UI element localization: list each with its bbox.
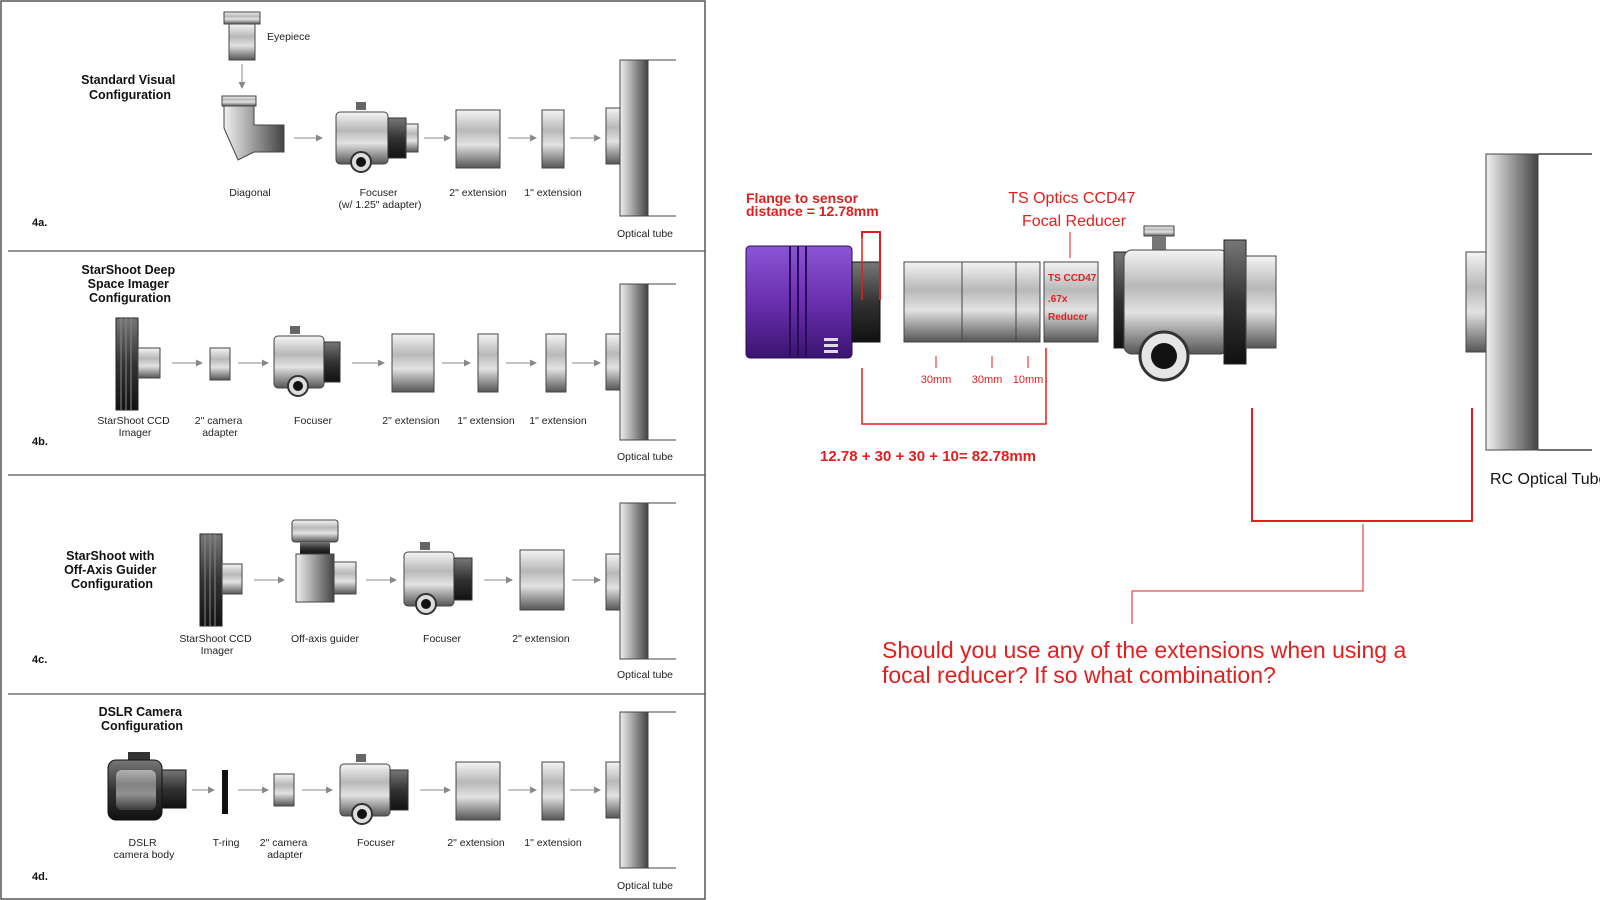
focuser-label: Focuser (357, 837, 395, 849)
panel-4d: DSLR Camera Configuration 4d. DSLR camer… (32, 705, 676, 892)
spacer-30mm-icon (961, 261, 1017, 343)
reducer-body-text: TS CCD47 .67x Reducer (1048, 273, 1099, 323)
t-ring-icon (222, 770, 228, 814)
rc-tube-label: RC Optical Tube (1490, 471, 1600, 488)
focal-reducer-icon (1043, 261, 1099, 343)
extension-1in-label: 1" extension (457, 415, 515, 427)
optical-tube-label: Optical tube (617, 451, 673, 463)
ccd-imager-label: StarShoot CCD Imager (97, 415, 172, 439)
distance-sum: 12.78 + 30 + 30 + 10= 82.78mm (820, 448, 1036, 465)
panel-4a: Standard Visual Configuration 4a. Eyepie… (32, 11, 676, 240)
panel-tag: 4d. (32, 871, 48, 883)
extension-2in-icon (455, 761, 501, 821)
extension-1in-icon (477, 333, 499, 393)
panel-tag: 4b. (32, 436, 48, 448)
diagonal-icon (221, 95, 285, 161)
off-axis-guider-icon (291, 519, 357, 603)
extension-1in-label: 1" extension (529, 415, 587, 427)
rc-optical-tube-icon (1465, 153, 1592, 451)
flange-label: Flange to sensor distance = 12.78mm (746, 190, 879, 219)
focuser-icon (1113, 225, 1277, 382)
ccd-imager-label: StarShoot CCD Imager (179, 633, 254, 657)
extension-1in-label: 1" extension (524, 187, 582, 199)
extension-1in-label: 1" extension (524, 837, 582, 849)
extension-2in-icon (455, 109, 501, 169)
camera-icon (745, 245, 881, 359)
focuser-label: Focuser (w/ 1.25" adapter) (338, 187, 421, 211)
extension-2in-icon (519, 549, 565, 611)
focuser-icon (335, 102, 419, 173)
panel-4b: StarShoot Deep Space Imager Configuratio… (32, 263, 676, 463)
optical-tube-icon (605, 711, 676, 869)
panel-tag: 4a. (32, 217, 47, 229)
dslr-camera-icon (107, 752, 187, 821)
focuser-icon (339, 754, 409, 825)
focuser-icon (273, 326, 341, 397)
eyepiece-icon (223, 11, 261, 61)
extension-2in-icon (391, 333, 435, 393)
right-panel: Flange to sensor distance = 12.78mm TS C… (745, 153, 1600, 688)
optical-tube-icon (605, 59, 676, 217)
t-ring-label: T-ring (213, 837, 240, 849)
extension-1in-icon (541, 109, 565, 169)
dslr-label: DSLR camera body (114, 837, 175, 861)
diagonal-label: Diagonal (229, 187, 270, 199)
panel-title: StarShoot with Off-Axis Guider Configura… (64, 549, 160, 591)
off-axis-guider-label: Off-axis guider (291, 633, 360, 645)
optical-tube-label: Optical tube (617, 880, 673, 892)
spacer-length-label: 30mm (972, 374, 1003, 386)
optical-tube-icon (605, 502, 676, 660)
focuser-label: Focuser (294, 415, 332, 427)
extension-2in-label: 2" extension (512, 633, 570, 645)
extension-2in-label: 2" extension (382, 415, 440, 427)
panel-4c: StarShoot with Off-Axis Guider Configura… (32, 502, 676, 681)
optical-tube-icon (605, 283, 676, 441)
camera-adapter-icon (209, 347, 231, 381)
spacer-length-label: 30mm (921, 374, 952, 386)
extension-2in-label: 2" extension (447, 837, 505, 849)
optical-tube-label: Optical tube (617, 228, 673, 240)
reducer-title: TS Optics CCD47 Focal Reducer (1008, 190, 1140, 230)
ccd-imager-icon (115, 317, 161, 411)
camera-adapter-label: 2" camera adapter (260, 837, 310, 861)
question-text: Should you use any of the extensions whe… (882, 637, 1413, 688)
spacer-length-label: 10mm (1013, 374, 1044, 386)
camera-adapter-icon (273, 773, 295, 807)
eyepiece-label: Eyepiece (267, 31, 310, 43)
ccd-imager-icon (199, 533, 243, 627)
extension-1in-icon (541, 761, 565, 821)
panel-title: Standard Visual Configuration (81, 73, 179, 102)
panel-tag: 4c. (32, 654, 47, 666)
camera-adapter-label: 2" camera adapter (195, 415, 245, 439)
extension-2in-label: 2" extension (449, 187, 507, 199)
optical-tube-label: Optical tube (617, 669, 673, 681)
focuser-icon (403, 542, 473, 615)
panel-title: StarShoot Deep Space Imager Configuratio… (81, 263, 178, 305)
panel-title: DSLR Camera Configuration (99, 705, 186, 733)
spacer-30mm-icon (903, 261, 963, 343)
focuser-label: Focuser (423, 633, 461, 645)
spacer-10mm-icon (1015, 261, 1041, 343)
extension-1in-icon (545, 333, 567, 393)
